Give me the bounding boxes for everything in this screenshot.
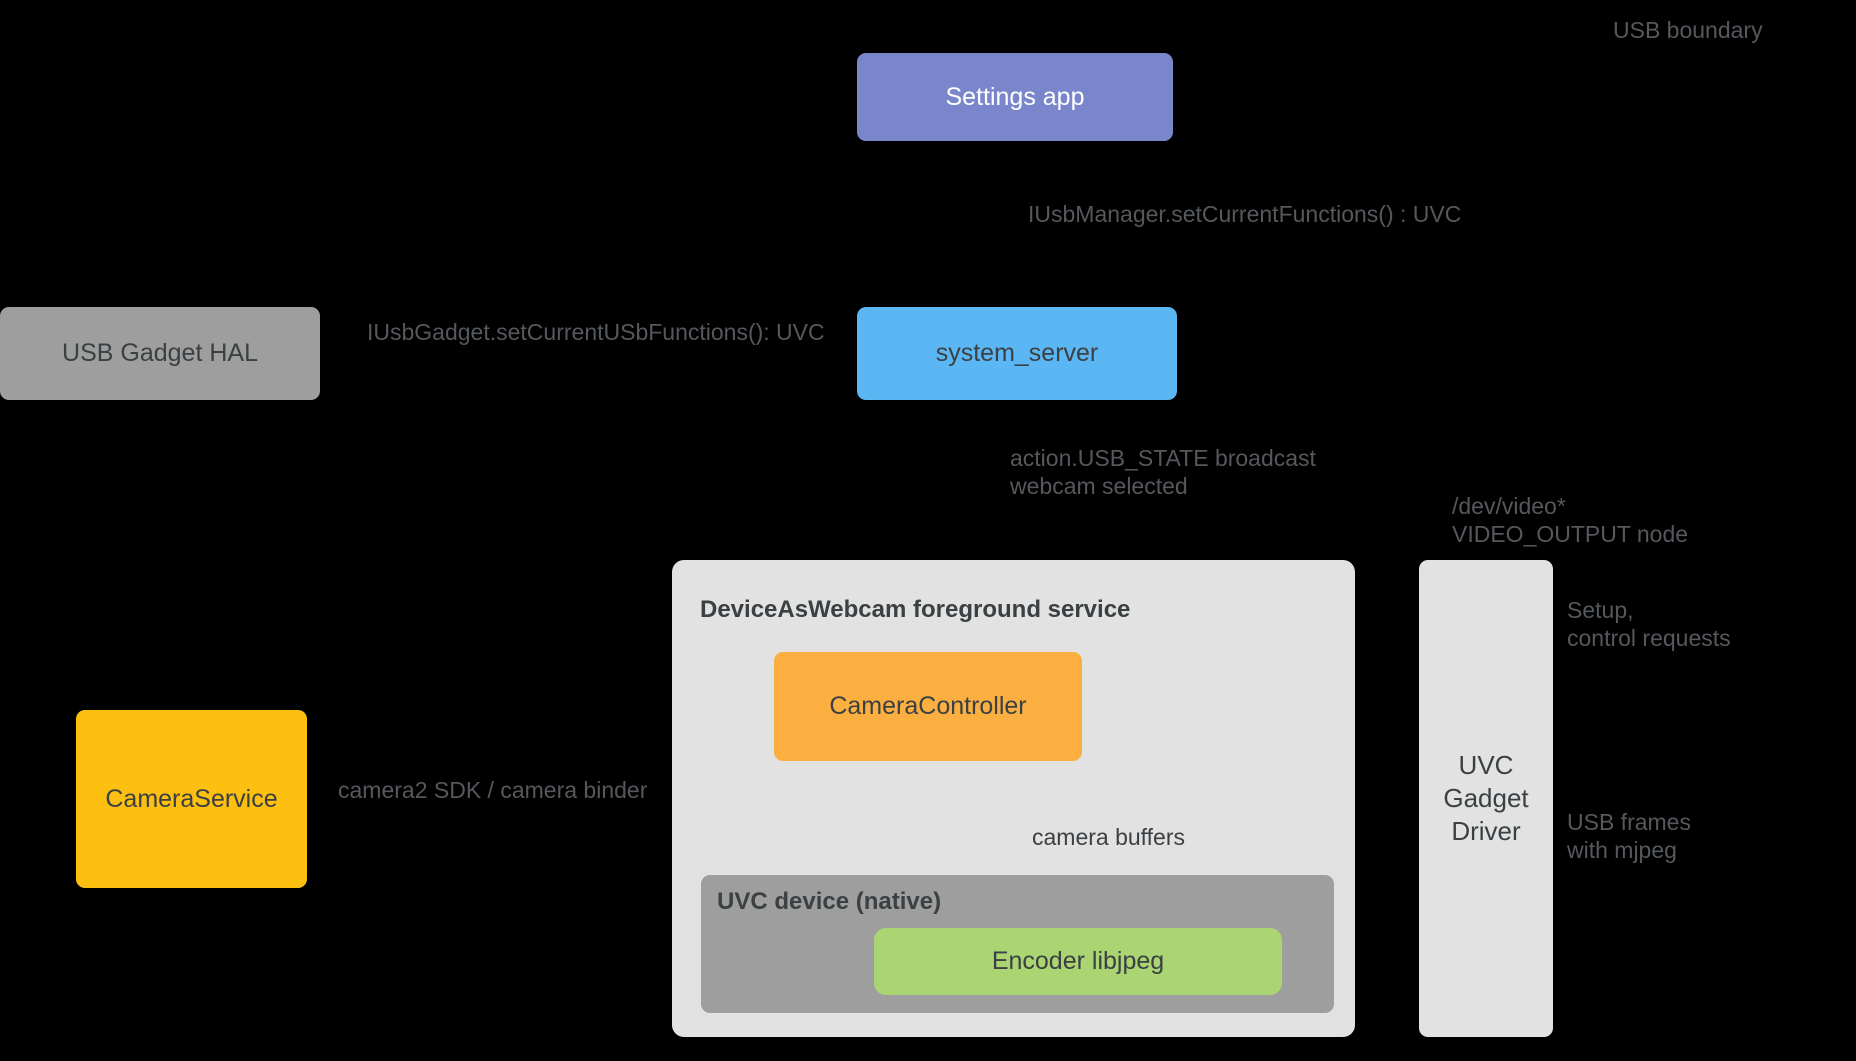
usb-state-annotation: action.USB_STATE broadcast webcam select…	[1010, 445, 1316, 499]
uvc-gadget-driver-line3: Driver	[1451, 816, 1521, 846]
usb-frames-annotation: USB frames with mjpeg	[1567, 809, 1691, 863]
encoder-libjpeg-label: Encoder libjpeg	[991, 947, 1165, 975]
settings-app-label: Settings app	[945, 82, 1085, 111]
camera-controller-node: CameraController	[774, 652, 1082, 761]
usb-boundary-label: USB boundary	[1613, 17, 1763, 43]
uvc-gadget-driver-line2: Gadget	[1443, 783, 1529, 813]
dev-video-annotation: /dev/video* VIDEO_OUTPUT node	[1452, 493, 1689, 547]
camera2-sdk-annotation: camera2 SDK / camera binder	[338, 777, 648, 803]
uvc-gadget-driver-node: UVC Gadget Driver	[1419, 560, 1553, 1037]
camera-controller-label: CameraController	[829, 692, 1027, 720]
setup-control-annotation: Setup, control requests	[1567, 597, 1731, 651]
camera-service-label: CameraService	[105, 784, 278, 813]
usb-gadget-hal-node: USB Gadget HAL	[0, 307, 320, 400]
camera-buffers-annotation: camera buffers	[1032, 824, 1185, 850]
iusbgadget-annotation: IUsbGadget.setCurrentUSbFunctions(): UVC	[367, 319, 825, 345]
uvc-device-native-title: UVC device (native)	[717, 888, 942, 915]
iusbmanager-annotation: IUsbManager.setCurrentFunctions() : UVC	[1028, 201, 1462, 227]
usb-gadget-hal-label: USB Gadget HAL	[62, 339, 258, 367]
encoder-libjpeg-node: Encoder libjpeg	[874, 928, 1282, 995]
system-server-label: system_server	[935, 339, 1099, 367]
uvc-gadget-driver-line1: UVC	[1458, 750, 1514, 780]
arrow-settings-to-systemserver	[1004, 139, 1028, 305]
device-as-webcam-title: DeviceAsWebcam foreground service	[700, 596, 1131, 623]
settings-app-node: Settings app	[857, 53, 1173, 141]
system-server-node: system_server	[857, 307, 1177, 400]
camera-service-node: CameraService	[76, 710, 307, 888]
